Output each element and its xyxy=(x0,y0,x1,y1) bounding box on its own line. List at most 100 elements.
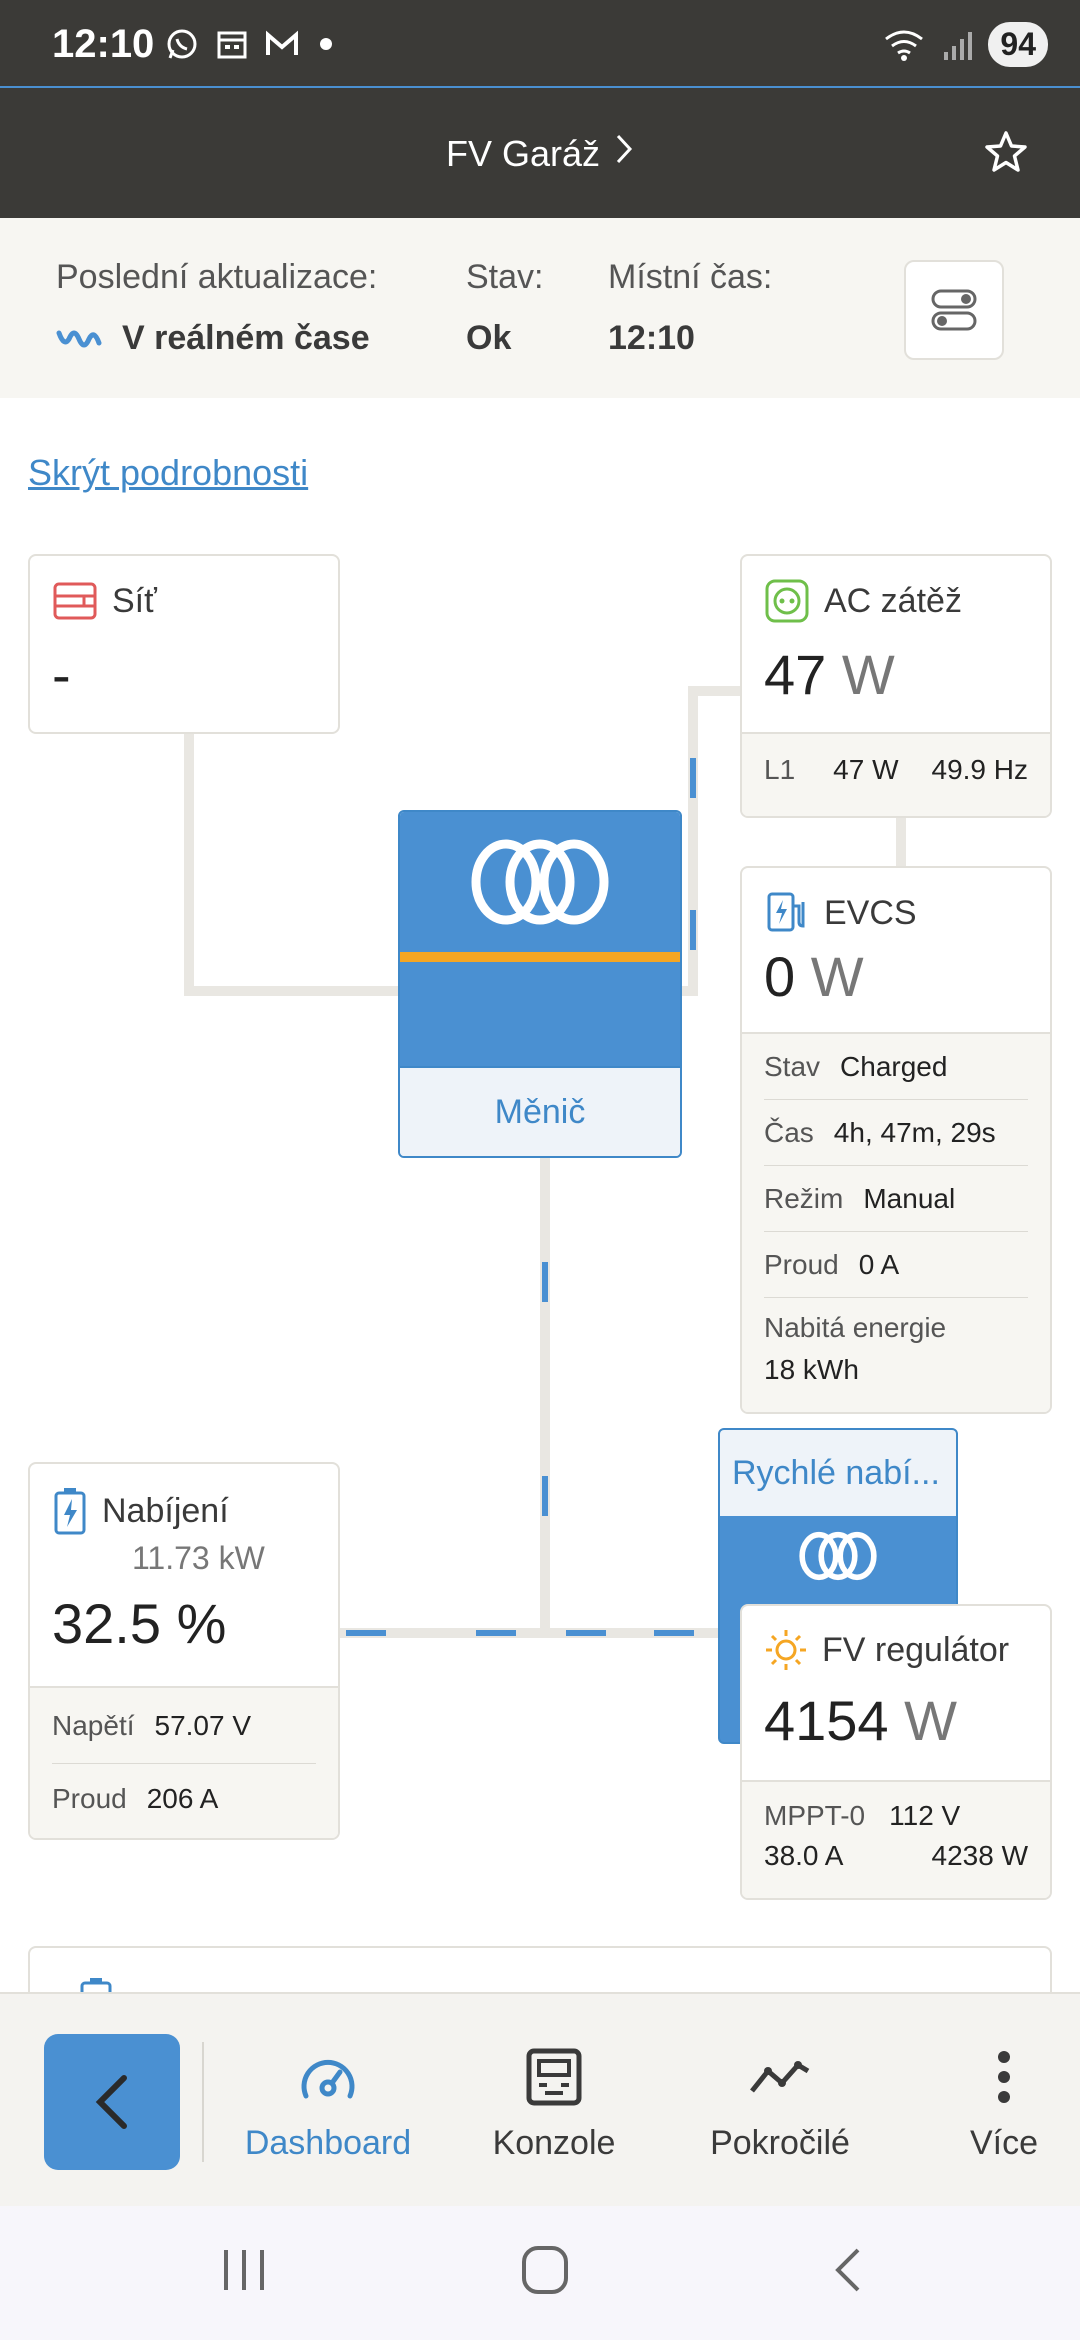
pv-value: 4154 xyxy=(764,1689,889,1752)
dashboard-gauge-icon xyxy=(301,2059,355,2099)
ac-frequency: 49.9 Hz xyxy=(931,754,1029,785)
battery-soc-unit: % xyxy=(176,1592,227,1655)
last-update-label: Poslední aktualizace: xyxy=(56,258,378,296)
mppt-voltage: 112 V xyxy=(889,1800,961,1831)
nav-more-label: Více xyxy=(969,2124,1039,2162)
battery-title: Nabíjení xyxy=(102,1491,229,1530)
victron-logo-icon xyxy=(471,839,609,925)
battery-soc: 32.5 xyxy=(52,1592,161,1655)
toggles-icon xyxy=(931,289,977,331)
wifi-icon xyxy=(885,30,924,61)
flow-bus-1 xyxy=(346,1630,386,1636)
back-button[interactable] xyxy=(44,2034,180,2170)
mppt-power: 4238 W xyxy=(931,1840,1029,1871)
pv-unit: W xyxy=(904,1689,957,1752)
more-vertical-icon xyxy=(998,2051,1010,2103)
chevron-left-icon xyxy=(95,2075,127,2129)
nav-advanced[interactable]: Pokročilé xyxy=(680,2042,880,2163)
console-icon xyxy=(526,2048,582,2106)
nav-dashboard[interactable]: Dashboard xyxy=(228,2042,428,2163)
app-header: FV Garáž xyxy=(0,86,1080,218)
flow-ac-1 xyxy=(690,758,696,798)
grid-title: Síť xyxy=(112,581,157,620)
connector-inverter-ac-vertical xyxy=(688,686,698,992)
battery-level: 94 xyxy=(988,22,1048,67)
toggle-view-button[interactable] xyxy=(904,260,1004,360)
system-nav-bar xyxy=(0,2206,1080,2340)
battery-current-label: Proud xyxy=(52,1783,127,1814)
signal-icon xyxy=(944,31,973,60)
ev-charger-icon xyxy=(767,892,805,932)
nav-console-label: Konzole xyxy=(492,2124,616,2162)
nav-dashboard-label: Dashboard xyxy=(244,2124,412,2162)
ac-phase-power: 47 W xyxy=(833,754,899,785)
evcs-unit: W xyxy=(810,945,864,1008)
whatsapp-icon xyxy=(164,26,200,62)
site-title-text[interactable]: FV Garáž xyxy=(445,133,601,174)
nav-separator xyxy=(202,2042,204,2162)
evcs-title: EVCS xyxy=(824,893,917,932)
more-notifications-dot xyxy=(320,38,332,50)
recent-apps-button[interactable] xyxy=(220,2244,268,2301)
home-button[interactable] xyxy=(520,2244,570,2301)
connector-dc-bus xyxy=(340,1628,742,1638)
site-title[interactable]: FV Garáž xyxy=(0,132,1080,175)
grid-value: - xyxy=(52,643,71,706)
evcs-row-label: Režim xyxy=(764,1182,844,1214)
inverter-card[interactable]: Měnič xyxy=(398,810,682,1158)
battery-power: 11.73 kW xyxy=(132,1540,265,1576)
nav-more[interactable]: Více xyxy=(904,2042,1080,2163)
status-time: 12:10 xyxy=(52,22,155,66)
evcs-row: Režim Manual xyxy=(764,1166,1028,1232)
evcs-row-value: Charged xyxy=(840,1050,948,1082)
connector-grid-vertical xyxy=(184,734,194,996)
flow-bus-2 xyxy=(476,1630,516,1636)
local-time-label: Místní čas: xyxy=(608,258,773,296)
evcs-row: Proud 0 A xyxy=(764,1232,1028,1298)
connector-ac-evcs xyxy=(896,818,906,866)
realtime-wave-icon xyxy=(56,330,102,347)
connector-inverter-ac-bottom xyxy=(680,986,698,996)
flow-dc-1 xyxy=(542,1262,548,1302)
local-time-value: 12:10 xyxy=(608,319,695,357)
system-back-icon xyxy=(835,2248,860,2292)
battery-current: 206 A xyxy=(146,1783,219,1814)
flow-dc-2 xyxy=(542,1476,548,1516)
evcs-row-label: Čas xyxy=(764,1116,814,1148)
nav-console[interactable]: Konzole xyxy=(454,2042,654,2163)
flow-bus-4 xyxy=(654,1630,694,1636)
evcs-row-value: 0 A xyxy=(858,1248,900,1280)
pv-title: FV regulátor xyxy=(822,1630,1010,1669)
evcs-energy-value: 18 kWh xyxy=(764,1354,859,1385)
connector-grid-horizontal xyxy=(184,986,400,996)
grid-icon xyxy=(53,582,97,620)
info-bar: Poslední aktualizace: V reálném čase Sta… xyxy=(0,218,1080,398)
bottom-nav: Dashboard Konzole Pokročilé Více xyxy=(0,1992,1080,2206)
mppt-current: 38.0 A xyxy=(764,1840,844,1871)
connector-inverter-dc-vertical xyxy=(540,1158,550,1636)
evcs-row-value: Manual xyxy=(863,1182,956,1214)
nav-advanced-label: Pokročilé xyxy=(710,2124,850,2162)
sun-icon xyxy=(766,1630,806,1670)
evcs-row-label: Proud xyxy=(764,1248,839,1280)
socket-icon xyxy=(765,579,809,623)
gmail-icon xyxy=(264,26,300,62)
ac-load-unit: W xyxy=(841,643,895,706)
recent-apps-icon xyxy=(224,2250,264,2290)
grid-card[interactable]: Síť - xyxy=(28,554,340,734)
battery-charging-icon xyxy=(54,1488,86,1535)
last-update-value: V reálném čase xyxy=(122,319,370,357)
ac-phase-label: L1 xyxy=(764,754,796,785)
hide-details-link[interactable]: Skrýt podrobnosti xyxy=(28,452,309,493)
ac-load-value: 47 xyxy=(764,643,827,706)
state: Stav: Ok xyxy=(466,258,543,358)
state-value: Ok xyxy=(466,319,512,357)
ac-load-card[interactable]: AC zátěž 47 W L1 47 W 49.9 Hz xyxy=(740,554,1052,818)
system-back-button[interactable] xyxy=(828,2244,868,2301)
favorite-star-icon[interactable] xyxy=(982,128,1030,176)
